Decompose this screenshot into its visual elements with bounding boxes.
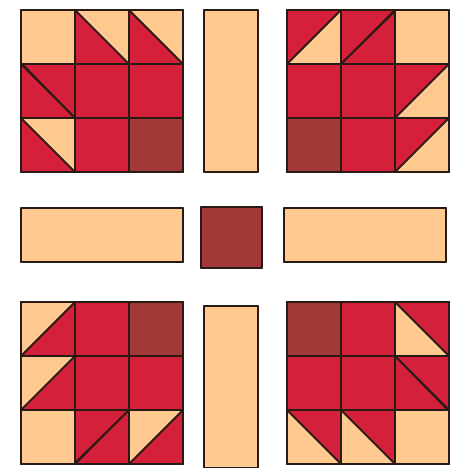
leaf-patch — [341, 356, 395, 410]
leaf-patch — [341, 302, 395, 356]
dark-square — [129, 302, 183, 356]
sashing-strip-right — [284, 208, 446, 262]
leaf-patch — [341, 118, 395, 172]
bottom-right-block — [287, 302, 449, 464]
top-left-block — [21, 10, 183, 172]
leaf-patch — [75, 356, 129, 410]
leaf-patch — [75, 64, 129, 118]
center-cornerstone-square — [201, 207, 262, 268]
leaf-patch — [129, 356, 183, 410]
leaf-patch — [75, 302, 129, 356]
center-cornerstone — [201, 207, 262, 268]
dark-square — [129, 118, 183, 172]
leaf-patch — [287, 64, 341, 118]
leaf-patch — [75, 118, 129, 172]
dark-square — [287, 302, 341, 356]
top-right-block — [287, 10, 449, 172]
leaf-patch — [341, 64, 395, 118]
leaf-patch — [129, 64, 183, 118]
sashing-strip-left — [21, 208, 183, 262]
dark-square — [287, 118, 341, 172]
sashing-strip-top — [204, 10, 258, 172]
bottom-left-block — [21, 302, 183, 464]
sashing-strip-bottom — [204, 306, 258, 468]
leaf-patch — [287, 356, 341, 410]
